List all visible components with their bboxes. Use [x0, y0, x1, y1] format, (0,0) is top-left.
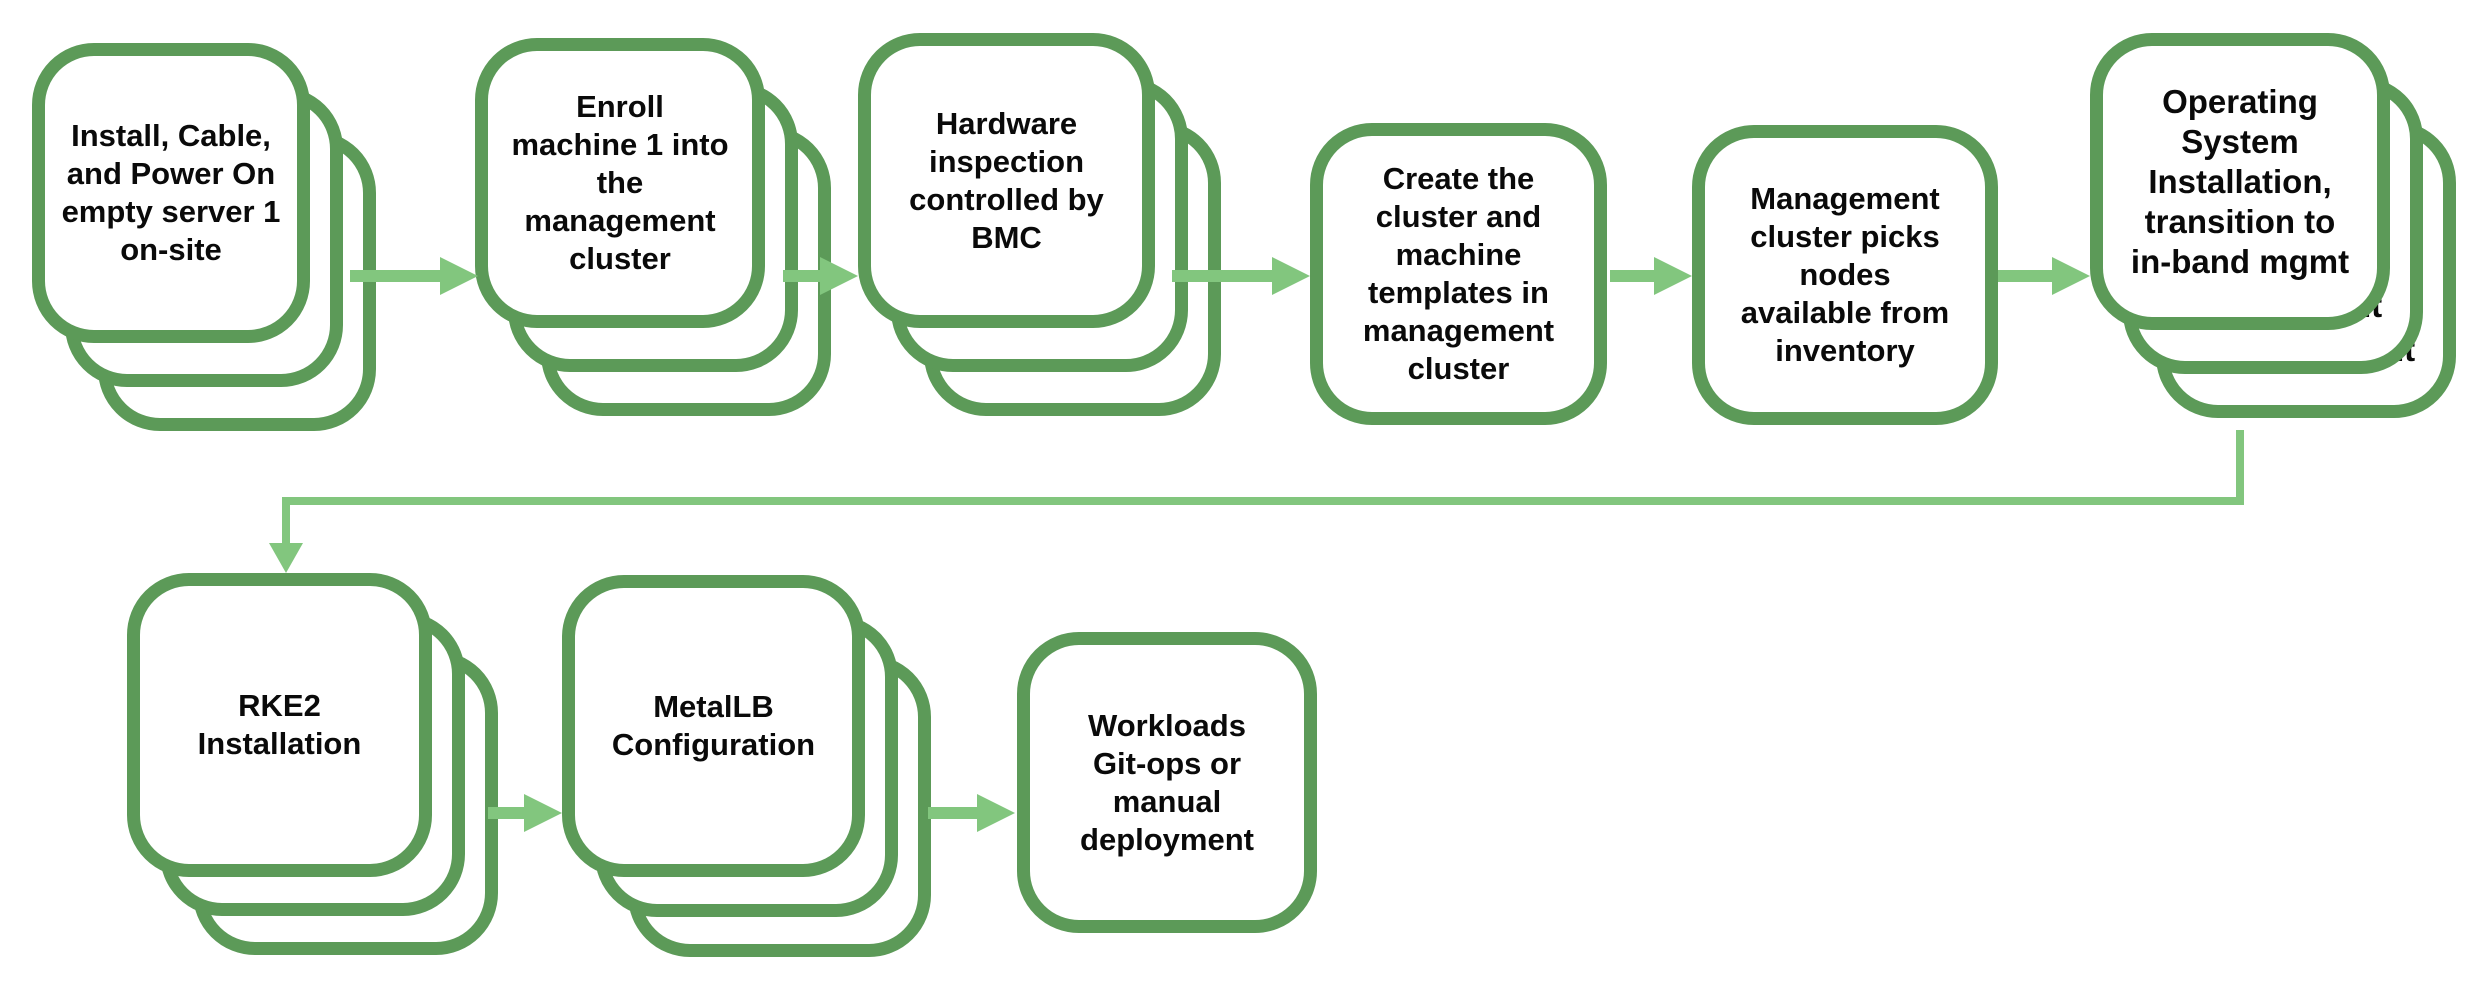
- arrow-head-icon: [1654, 257, 1692, 295]
- card-front-layer: Workloads Git-ops or manual deployment: [1017, 632, 1317, 933]
- card-front-layer: Install, Cable, and Power On empty serve…: [32, 43, 310, 343]
- arrow-head-icon: [977, 794, 1015, 832]
- arrow-shaft: [783, 270, 820, 282]
- node-label: Operating System Installation, transitio…: [2130, 82, 2350, 280]
- arrow-head-down-icon: [269, 543, 303, 573]
- arrow-shaft: [350, 270, 440, 282]
- arrow-head-icon: [2052, 257, 2090, 295]
- node-label: Enroll machine 1 into the management clu…: [511, 89, 729, 276]
- node-label: Management cluster picks nodes available…: [1740, 181, 1950, 368]
- arrow-shaft: [928, 807, 977, 819]
- card-front-layer: Hardware inspection controlled by BMC: [858, 33, 1155, 328]
- card-front-layer: Enroll machine 1 into the management clu…: [475, 38, 765, 328]
- arrow-head-icon: [440, 257, 478, 295]
- card-front-layer: Operating System Installation, transitio…: [2090, 33, 2390, 330]
- card-front-layer: Create the cluster and machine templates…: [1310, 123, 1607, 425]
- connector-vertical-left: [282, 505, 290, 543]
- node-label: RKE2 Installation: [197, 688, 362, 761]
- node-label: MetalLB Configuration: [611, 689, 816, 762]
- node-label: Workloads Git-ops or manual deployment: [1080, 707, 1254, 857]
- arrow-shaft: [1998, 270, 2052, 282]
- card-front-layer: RKE2 Installation: [127, 573, 432, 877]
- connector-horizontal: [282, 497, 2244, 505]
- arrow-shaft: [1172, 270, 1272, 282]
- card-front-layer: Management cluster picks nodes available…: [1692, 125, 1998, 425]
- card-front-layer: MetalLB Configuration: [562, 575, 865, 877]
- arrow-shaft: [488, 807, 524, 819]
- node-label: Create the cluster and machine templates…: [1362, 161, 1555, 386]
- arrow-head-icon: [524, 794, 562, 832]
- node-label: Install, Cable, and Power On empty serve…: [61, 118, 281, 267]
- arrow-head-icon: [1272, 257, 1310, 295]
- arrow-shaft: [1610, 270, 1654, 282]
- arrow-head-icon: [820, 257, 858, 295]
- connector-vertical-right: [2236, 430, 2244, 501]
- node-label: Hardware inspection controlled by BMC: [909, 105, 1104, 255]
